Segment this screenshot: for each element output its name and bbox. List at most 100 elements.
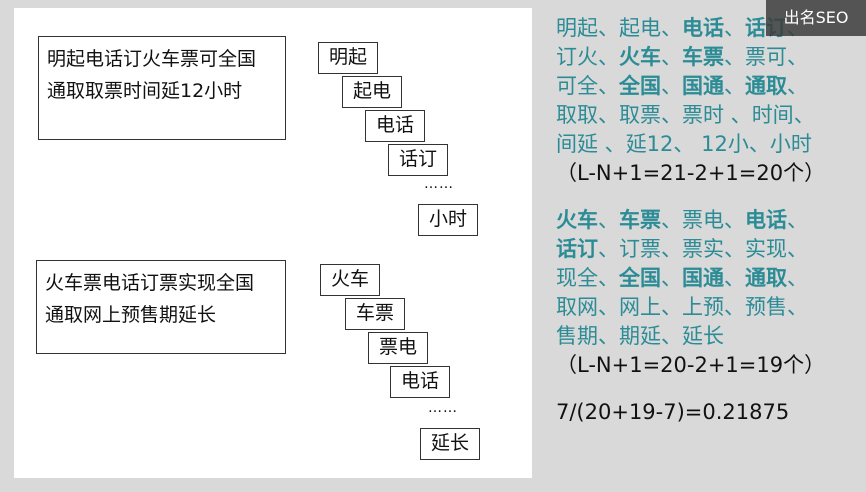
ellipsis: …… <box>428 400 458 416</box>
sentence-box-2: 火车票电话订票实现全国 通取网上预售期延长 <box>36 260 286 354</box>
bigram-text: 网上 <box>619 295 661 319</box>
bigram-text: 、 <box>598 45 619 69</box>
bigram-text: 票时 <box>682 103 724 127</box>
bigram-text: 延长 <box>682 324 724 348</box>
bigram-list-1: 明起、起电、电话、话订、订火、火车、车票、票可、可全、全国、国通、通取、取取、取… <box>556 14 862 159</box>
bigram-text: 取票 <box>619 103 661 127</box>
gram-box: 延长 <box>420 428 481 460</box>
bigram-text: 、 <box>793 103 815 127</box>
bigram-text: 上预 <box>682 295 724 319</box>
bigram-text: 取网 <box>556 295 598 319</box>
bigram-line: 取网、网上、上预、预售、 <box>556 293 862 322</box>
bigram-text: 、 <box>598 103 619 127</box>
sentence-2-line-1: 火车票电话订票实现全国 <box>45 272 255 294</box>
shared-bigram: 话订 <box>556 237 598 261</box>
bigram-line: 订火、火车、车票、票可、 <box>556 43 862 72</box>
bigram-text: 、 <box>787 266 808 290</box>
bigram-text: 、 <box>598 237 619 261</box>
shared-bigram: 通取 <box>745 74 787 98</box>
bigram-line: 间延 、延12、 12小、小时 <box>556 130 862 159</box>
bigram-text: 售期 <box>556 324 598 348</box>
bigram-text: 实现 <box>745 237 787 261</box>
bigram-text: 订火 <box>556 45 598 69</box>
shared-bigram: 电话 <box>682 16 724 40</box>
bigram-text: 票实 <box>682 237 724 261</box>
bigram-text: 、 <box>661 237 682 261</box>
bigram-line: 现全、全国、国通、通取、 <box>556 264 862 293</box>
shared-bigram: 火车 <box>556 208 598 232</box>
bigram-text: 、 <box>724 16 745 40</box>
bigram-text: 小时 <box>769 132 812 156</box>
gram-box: 车票 <box>345 298 406 330</box>
gram-box: 明起 <box>318 42 379 74</box>
bigram-text: 、 <box>598 74 619 98</box>
formula-1: （L-N+1=21-2+1=20个） <box>556 161 826 185</box>
bigram-text: 、 <box>724 266 745 290</box>
similarity-result: 7/(20+19-7)=0.21875 <box>556 400 790 424</box>
shared-bigram: 全国 <box>619 266 661 290</box>
bigram-text: 、 <box>724 103 752 127</box>
bigram-text: 、 <box>724 45 745 69</box>
bigram-text: 、 <box>661 16 682 40</box>
bigram-text: 延12 <box>625 132 674 156</box>
bigram-text: 、 <box>787 237 808 261</box>
bigram-line: 取取、取票、票时 、时间、 <box>556 101 862 130</box>
bigram-line: 话订、订票、票实、实现、 <box>556 235 862 264</box>
gram-box: 电话 <box>390 366 451 398</box>
shared-bigram: 国通 <box>682 74 724 98</box>
bigram-text: 、 <box>787 208 808 232</box>
bigram-text: 、 <box>724 208 745 232</box>
bigram-text: 、 <box>661 74 682 98</box>
bigram-text: 、 <box>724 295 745 319</box>
bigram-line: 火车、车票、票电、电话、 <box>556 206 862 235</box>
ellipsis: …… <box>424 176 454 192</box>
bigram-text: 票电 <box>682 208 724 232</box>
bigram-explanation: 明起、起电、电话、话订、订火、火车、车票、票可、可全、全国、国通、通取、取取、取… <box>556 14 862 427</box>
bigram-text: 、 <box>787 74 808 98</box>
shared-bigram: 车票 <box>682 45 724 69</box>
bigram-text: 、 <box>598 324 619 348</box>
bigram-text: 起电 <box>619 16 661 40</box>
bigram-text: 订票 <box>619 237 661 261</box>
bigram-text: 票可 <box>745 45 787 69</box>
bigram-text: 、 <box>661 295 682 319</box>
bigram-text: 明起 <box>556 16 598 40</box>
bigram-text: 、 <box>598 295 619 319</box>
diagram-panel: 明起电话订火车票可全国 通取取票时间延12小时 明起 起电 电话 话订 …… 小… <box>14 8 532 478</box>
shared-bigram: 通取 <box>745 266 787 290</box>
gram-box: 票电 <box>368 332 429 364</box>
bigram-text: 、 <box>661 324 682 348</box>
shared-bigram: 国通 <box>682 266 724 290</box>
bigram-text: 时间 <box>751 103 794 127</box>
bigram-text: 12小 <box>701 132 749 156</box>
sentence-2-line-2: 通取网上预售期延长 <box>45 304 217 326</box>
bigram-text: 、 <box>598 266 619 290</box>
shared-bigram: 火车 <box>619 45 661 69</box>
sentence-1-line-2: 通取取票时间延12小时 <box>47 80 243 102</box>
gram-box: 话订 <box>388 144 449 176</box>
bigram-text: 、 <box>661 103 682 127</box>
bigram-text: 可全 <box>556 74 598 98</box>
bigram-line: 可全、全国、国通、通取、 <box>556 72 862 101</box>
shared-bigram: 全国 <box>619 74 661 98</box>
bigram-text: 、 <box>787 295 808 319</box>
gram-box: 火车 <box>320 264 381 296</box>
bigram-text: 、 <box>661 208 682 232</box>
bigram-text: 间延 <box>556 132 598 156</box>
bigram-text: 、 <box>598 16 619 40</box>
shared-bigram: 车票 <box>619 208 661 232</box>
bigram-text: 期延 <box>619 324 661 348</box>
bigram-text: 、 <box>598 132 626 156</box>
formula-2: （L-N+1=20-2+1=19个） <box>556 353 826 377</box>
gram-box: 电话 <box>365 110 426 142</box>
bigram-text: 、 <box>661 45 682 69</box>
bigram-text: 、 <box>598 208 619 232</box>
bigram-text: 、 <box>748 132 770 156</box>
bigram-text: 、 <box>787 45 808 69</box>
bigram-text: 、 <box>673 132 702 156</box>
bigram-list-2: 火车、车票、票电、电话、话订、订票、票实、实现、现全、全国、国通、通取、取网、网… <box>556 206 862 351</box>
bigram-line: 售期、期延、延长 <box>556 322 862 351</box>
bigram-text: 、 <box>724 74 745 98</box>
gram-box: 小时 <box>418 204 479 236</box>
bigram-text: 预售 <box>745 295 787 319</box>
